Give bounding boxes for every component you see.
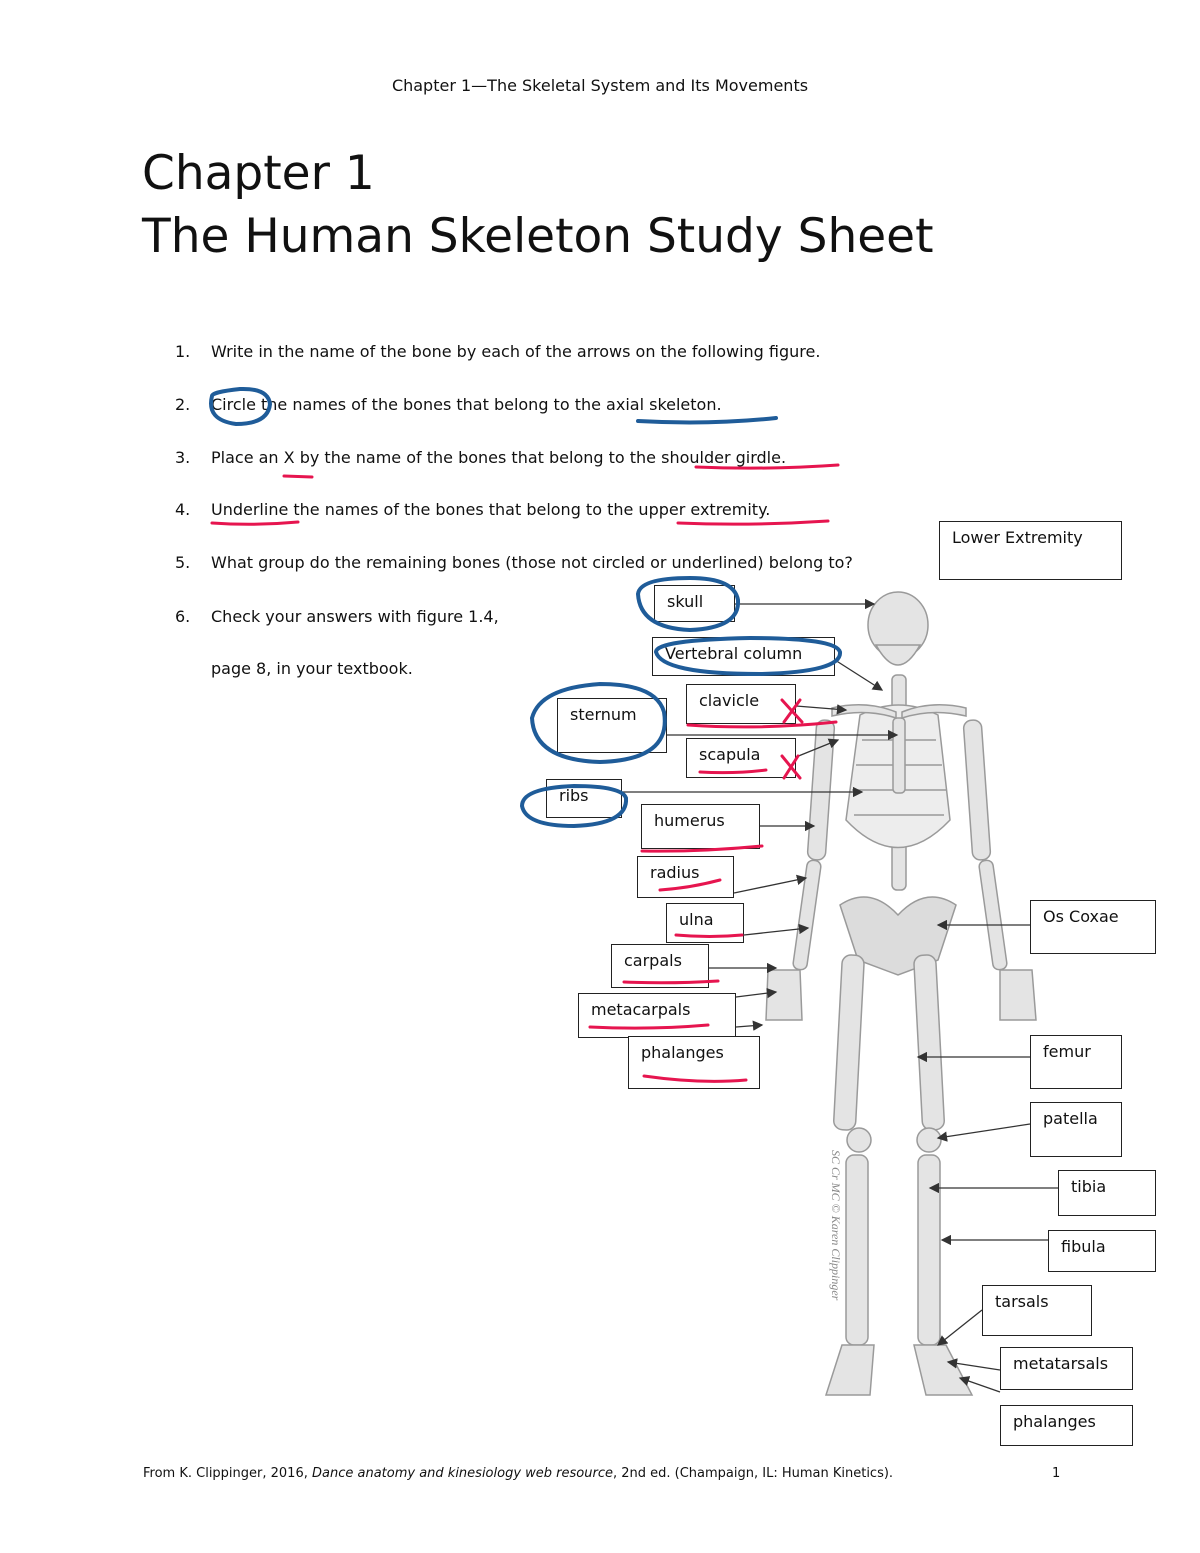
label-phalanges-foot: phalanges: [1000, 1405, 1133, 1446]
label-metatarsals: metatarsals: [1000, 1347, 1133, 1390]
instruction-3: 3. Place an X by the name of the bones th…: [175, 448, 786, 467]
instruction-number: 5.: [175, 553, 191, 572]
label-humerus: humerus: [641, 804, 760, 849]
underline-ulna: [674, 933, 744, 938]
label-radius: radius: [637, 856, 734, 898]
circle-mark-vertebral: [654, 635, 842, 677]
jaw-bone: [874, 644, 922, 666]
instruction-5: 5. What group do the remaining bones (tho…: [175, 553, 853, 572]
label-metacarpals: metacarpals: [578, 993, 736, 1038]
instruction-text: Place an X by the name of the bones that…: [211, 448, 787, 467]
instruction-number: 6.: [175, 607, 191, 626]
instruction-6-cont: page 8, in your textbook.: [175, 659, 413, 678]
footer-prefix: From K. Clippinger, 2016,: [143, 1466, 312, 1481]
circle-mark-ribs: [520, 783, 629, 829]
patella-bone: [846, 1127, 872, 1153]
underline-scapula: [698, 768, 768, 775]
instruction-number: 1.: [175, 342, 191, 361]
instruction-text: page 8, in your textbook.: [211, 659, 413, 678]
underline-metacarpals: [588, 1023, 710, 1030]
underline-radius: [658, 878, 722, 892]
running-header: Chapter 1—The Skeletal System and Its Mo…: [391, 76, 809, 95]
instruction-number: 4.: [175, 500, 191, 519]
label-arrows: [622, 598, 1058, 1393]
foot-bone: [913, 1344, 974, 1396]
instruction-6: 6. Check your answers with figure 1.4,: [175, 607, 499, 626]
instruction-text: Check your answers with figure 1.4,: [211, 607, 499, 626]
circle-mark-instruction: [209, 386, 273, 427]
humerus-bone: [962, 719, 992, 861]
underline-x-instruction: [282, 474, 314, 479]
page-number: 1: [1052, 1466, 1061, 1481]
page-title-line1: Chapter 1: [142, 146, 375, 201]
underline-upper-extremity: [676, 519, 830, 526]
underline-underline-word: [210, 520, 300, 526]
underline-shoulder-girdle: [694, 463, 840, 470]
clavicle-bone: [901, 704, 967, 720]
foot-bone: [824, 1344, 875, 1396]
instruction-1: 1. Write in the name of the bone by each …: [175, 342, 820, 361]
label-skull: skull: [654, 585, 735, 622]
footer-italic-title: Dance anatomy and kinesiology web resour…: [312, 1466, 613, 1481]
instruction-number: 3.: [175, 448, 191, 467]
circle-mark-sternum: [530, 681, 667, 765]
skeleton-illustration: [765, 591, 1037, 1396]
underline-humerus: [640, 844, 764, 853]
circle-mark-skull: [636, 575, 741, 633]
underline-clavicle-box: [686, 720, 838, 729]
label-clavicle: clavicle: [686, 684, 796, 724]
label-fibula: fibula: [1048, 1230, 1156, 1272]
hand-bone: [999, 969, 1037, 1021]
femur-bone: [833, 954, 865, 1131]
instruction-2: 2. Circle the names of the bones that bel…: [175, 395, 722, 414]
underline-axial: [636, 416, 778, 425]
hand-bone: [765, 969, 803, 1021]
instruction-text: Write in the name of the bone by each of…: [211, 342, 821, 361]
label-patella: patella: [1030, 1102, 1122, 1157]
label-tibia: tibia: [1058, 1170, 1156, 1216]
instruction-number: 2.: [175, 395, 191, 414]
label-sternum: sternum: [557, 698, 667, 753]
x-mark-scapula: [780, 754, 802, 780]
underline-carpals: [622, 979, 720, 985]
label-femur: femur: [1030, 1035, 1122, 1089]
instruction-text: Circle the names of the bones that belon…: [211, 395, 722, 414]
label-tarsals: tarsals: [982, 1285, 1092, 1336]
footer-suffix: , 2nd ed. (Champaign, IL: Human Kinetics…: [612, 1466, 894, 1481]
label-lower-extremity: Lower Extremity: [939, 521, 1122, 580]
underline-phalanges-hand: [642, 1074, 748, 1083]
instruction-4: 4. Underline the names of the bones that …: [175, 500, 770, 519]
illustration-copyright: SC Cr MC © Karen Clippinger: [829, 1150, 843, 1301]
page-title-line2: The Human Skeleton Study Sheet: [142, 209, 934, 264]
label-os-coxae: Os Coxae: [1030, 900, 1156, 954]
x-mark-clavicle: [780, 698, 804, 724]
instruction-text: What group do the remaining bones (those…: [211, 553, 853, 572]
footer-citation: From K. Clippinger, 2016, Dance anatomy …: [143, 1466, 893, 1481]
instruction-text: Underline the names of the bones that be…: [211, 500, 771, 519]
